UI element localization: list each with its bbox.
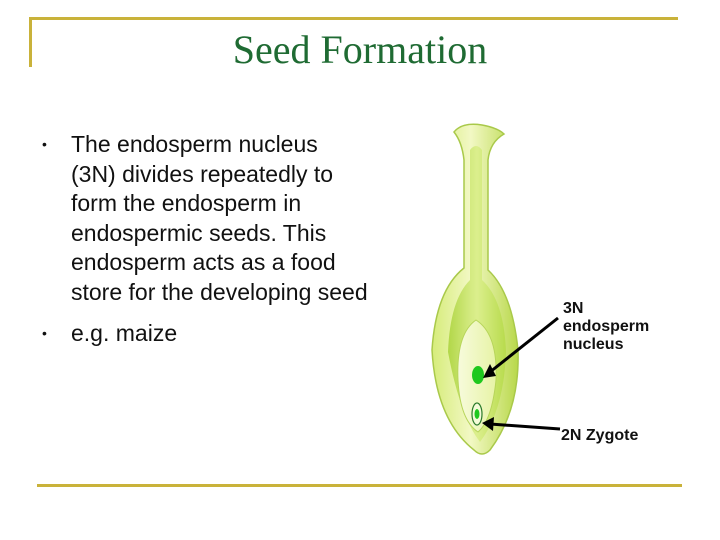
frame-left-border [29,17,32,67]
frame-top-border [29,17,678,20]
bullet-text: e.g. maize [71,320,178,346]
bullet-marker: • [42,136,47,152]
label-endosperm-nucleus: 3N endosperm nucleus [563,300,649,354]
zygote-nucleus [474,409,480,419]
arrow-endosperm-line [489,316,559,374]
label-line: 3N [563,300,584,317]
bullet-item-endosperm: • The endosperm nucleus (3N) divides rep… [38,130,368,307]
bullet-marker: • [42,325,47,341]
endosperm-nucleus [472,366,484,384]
arrow-zygote-line [489,422,561,431]
label-line: endosperm [563,318,650,335]
frame-bottom-border [37,484,682,487]
arrow-endosperm-head [483,364,496,378]
ovule-diagram [431,123,561,455]
slide-title: Seed Formation [232,27,488,72]
label-zygote: 2N Zygote [561,427,639,444]
bullet-list: • The endosperm nucleus (3N) divides rep… [38,130,368,349]
label-line: nucleus [563,336,624,353]
bullet-text: The endosperm nucleus (3N) divides repea… [71,131,368,305]
arrow-zygote-head [482,417,494,431]
bullet-item-example: • e.g. maize [38,319,368,349]
